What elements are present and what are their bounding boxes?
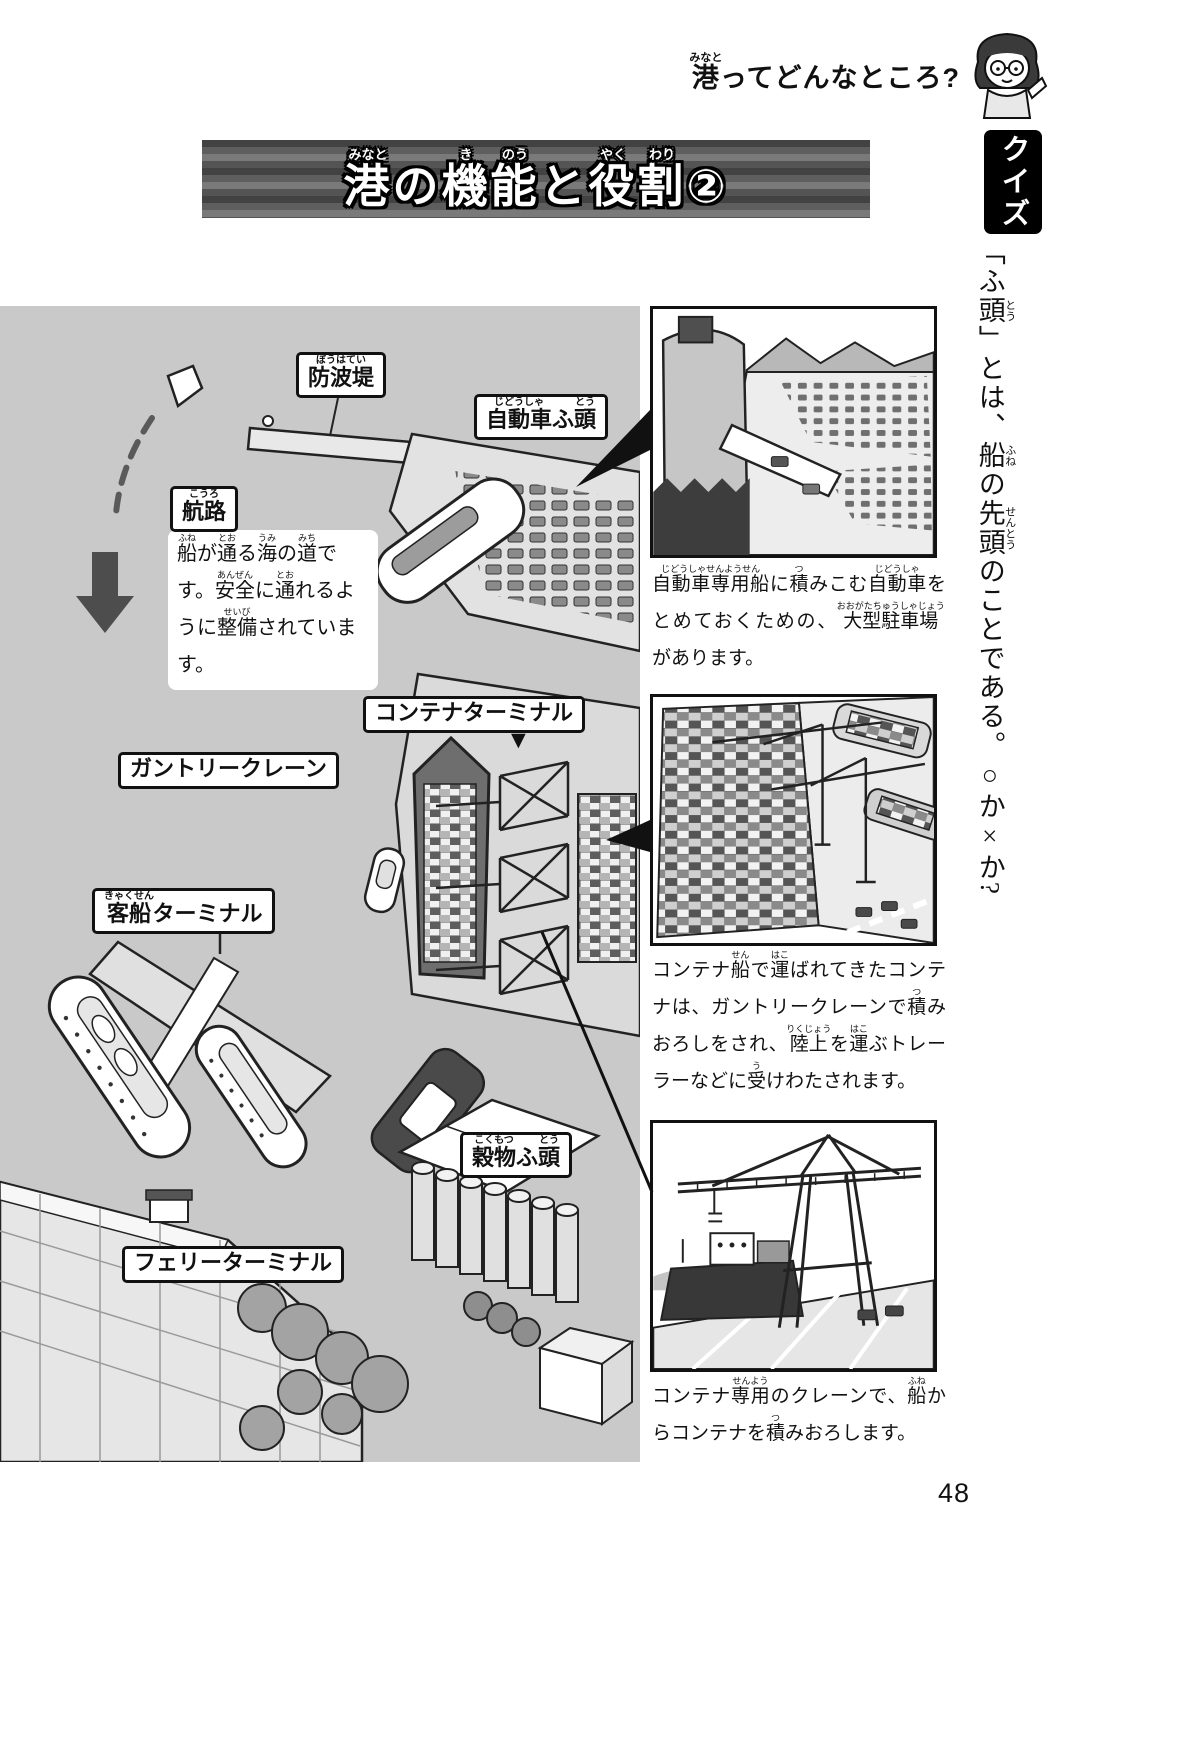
inset-car-pier xyxy=(650,306,937,558)
bushes xyxy=(237,1283,409,1451)
grain-silos xyxy=(411,1161,579,1303)
cruise-ship-small xyxy=(194,1024,308,1169)
label-route: 航路こうろ xyxy=(170,486,239,532)
car-carrier-ship xyxy=(375,477,526,604)
port-map-illustration xyxy=(0,306,640,1462)
label-gantry-crane: ガントリークレーン xyxy=(118,752,339,789)
caption-container-crane: コンテナ専用せんようのクレーンで、船ふねからコンテナを積つみおろします。 xyxy=(652,1376,946,1445)
container-ship-top xyxy=(832,703,932,759)
container-yard-grid xyxy=(656,701,820,939)
page-header: 港みなとってどんなところ? xyxy=(689,52,960,93)
loading-ramp xyxy=(718,423,842,498)
container-ship xyxy=(412,735,491,980)
label-breakwater: 防波堤ぼうはてい xyxy=(296,352,387,398)
container-ship-hull xyxy=(659,1232,805,1321)
title-banner: 港みなとの機き能のうと役やく割わり② xyxy=(202,140,870,218)
water-edge xyxy=(653,478,750,555)
yard-trucks xyxy=(855,901,918,929)
patrol-boat xyxy=(113,364,204,517)
container-yard-illustration xyxy=(653,697,934,943)
parking-quay xyxy=(711,370,934,555)
page-title: 港みなとの機き能のうと役やく割わり② xyxy=(343,147,729,213)
container-ship-mid xyxy=(863,788,934,841)
label-container-terminal: コンテナターミナル xyxy=(363,696,586,733)
car-pier-detail-illustration xyxy=(653,309,934,555)
quiz-badge: クイズ xyxy=(984,130,1042,234)
container-crane-illustration xyxy=(653,1123,934,1369)
label-grain-pier: 穀物こくもつふ頭とう xyxy=(460,1132,573,1178)
small-trees xyxy=(463,1291,541,1347)
down-pointer-icon: ▼ xyxy=(506,726,531,754)
label-car-pier: 自動車じどうしゃふ頭とう xyxy=(474,394,609,440)
container-stacks xyxy=(577,793,637,963)
reporter-body xyxy=(982,76,1048,119)
caption-container-yard: コンテナ船せんで運はこばれてきたコンテナは、ガントリークレーンで積つみおろしをさ… xyxy=(652,950,946,1093)
label-passenger-terminal: 客船きゃくせんターミナル xyxy=(92,888,275,934)
yard-gantry-cranes xyxy=(712,721,926,884)
inset-container-crane xyxy=(650,1120,937,1372)
quay-crane xyxy=(677,1133,922,1328)
route-description: 船ふねが通とおる海うみの道みちです。安全あんぜんに通とおれるように整備せいびされ… xyxy=(168,530,378,690)
small-boat xyxy=(363,847,406,914)
inset-container-yard xyxy=(650,694,937,946)
cruise-ship-large xyxy=(47,975,192,1159)
quiz-question: 「ふ頭とう」とは、船ふねの先頭せんとうのことである。○か×か? xyxy=(974,238,1016,896)
crane-trucks xyxy=(857,1305,904,1321)
label-ferry-terminal: フェリーターミナル xyxy=(122,1246,345,1283)
reporter-face xyxy=(984,46,1030,89)
warehouse-building xyxy=(537,1326,635,1426)
route-arrow xyxy=(76,552,134,633)
caption-car-pier: 自動車専用船じどうしゃせんようせんに積つみこむ自動車じどうしゃをとめておくための… xyxy=(652,564,946,670)
reporter-character-icon xyxy=(974,32,1048,119)
page-number: 48 xyxy=(938,1478,971,1508)
